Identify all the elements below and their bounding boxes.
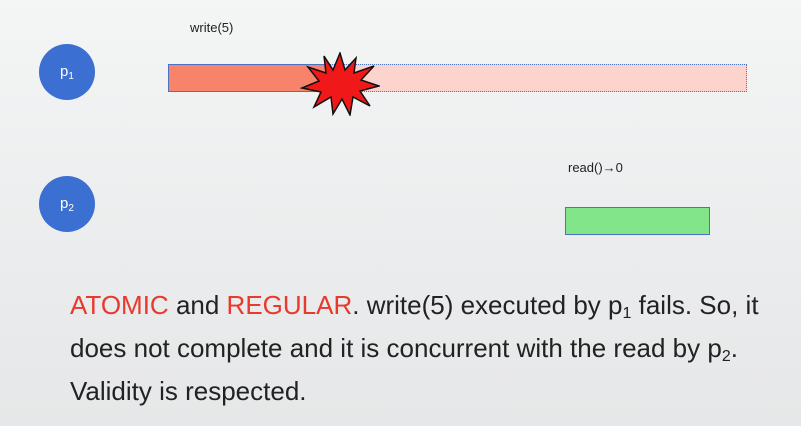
caption-text-4: . Validity is respected. bbox=[70, 333, 738, 406]
process-p1-label: p1 bbox=[60, 62, 74, 82]
write-operation-unfinished-bar bbox=[330, 64, 747, 92]
explanation-text: ATOMIC and REGULAR. write(5) executed by… bbox=[70, 288, 770, 409]
caption-text-2: . write(5) executed by p bbox=[352, 290, 623, 320]
caption-sub-1: 1 bbox=[622, 305, 632, 322]
caption-sub-2: 2 bbox=[721, 348, 731, 365]
keyword-atomic: ATOMIC bbox=[70, 290, 169, 320]
keyword-regular: REGULAR bbox=[226, 290, 353, 320]
write-op-label: write(5) bbox=[190, 20, 234, 35]
write-operation-executed-bar bbox=[168, 64, 330, 92]
process-p1-circle: p1 bbox=[39, 44, 95, 100]
caption-text-3: fails. So, it does not complete and it i… bbox=[70, 290, 759, 363]
read-op-label: read()→0 bbox=[568, 160, 623, 175]
caption-text-1: and bbox=[168, 290, 227, 320]
read-operation-bar bbox=[565, 207, 710, 235]
process-p2-label: p2 bbox=[60, 194, 74, 214]
crash-explosion-icon bbox=[300, 52, 380, 116]
process-p2-circle: p2 bbox=[39, 176, 95, 232]
